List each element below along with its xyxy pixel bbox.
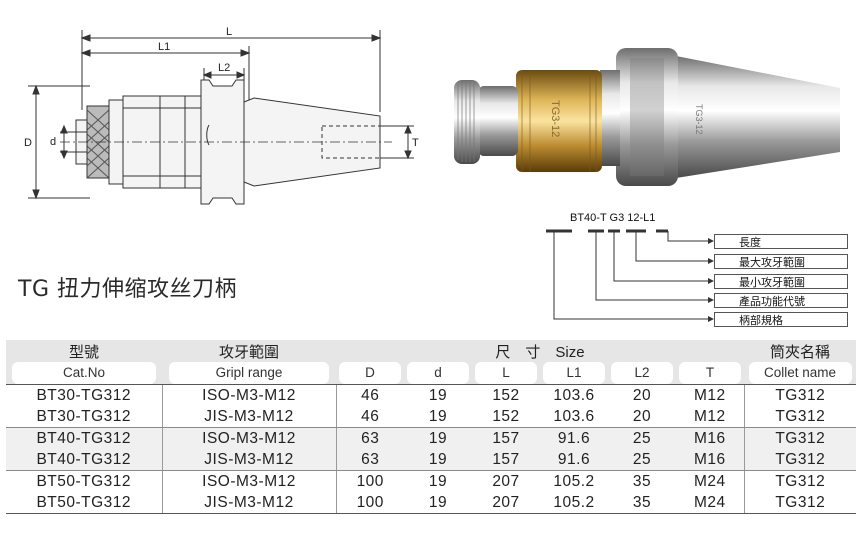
cell-L2: 25 [608,427,676,449]
header-en-L2: L2 [608,362,676,385]
cell-L1: 105.2 [540,470,608,492]
dim-label-L: L [226,26,232,38]
cell-D: 100 [336,470,404,492]
cell-L1: 103.6 [540,384,608,406]
legend-shank-spec: 柄部規格 [714,312,848,327]
cell-cat-no: BT30-TG312 [6,384,163,406]
cell-d: 19 [404,384,472,406]
cell-L: 152 [472,406,540,428]
table-header-en: Cat.No Gripl range D d L L1 L2 T Collet … [6,362,857,385]
cell-L2: 35 [608,470,676,492]
cell-L2: 20 [608,406,676,428]
cell-collet-name: TG312 [744,449,857,471]
cell-d: 19 [404,427,472,449]
cell-L: 157 [472,427,540,449]
dim-label-d: d [50,136,56,148]
cell-grip-range: ISO-M3-M12 [162,427,337,449]
cell-cat-no: BT50-TG312 [6,492,163,514]
cell-L1: 91.6 [540,449,608,471]
cell-T: M24 [676,470,745,492]
cell-d: 19 [404,492,472,514]
cell-T: M12 [676,384,745,406]
cell-L: 152 [472,384,540,406]
cell-grip-range: JIS-M3-M12 [162,492,337,514]
cell-cat-no: BT40-TG312 [6,449,163,471]
header-en-collet: Collet name [744,362,857,385]
table-header-cn: 型號 攻牙範圍 尺 寸 Size 筒夾名稱 [6,340,857,362]
header-en-cat: Cat.No [6,362,162,385]
cell-d: 19 [404,406,472,428]
legend-function-code: 產品功能代號 [714,293,848,308]
cell-d: 19 [404,470,472,492]
cell-cat-no: BT40-TG312 [6,427,163,449]
cell-cat-no: BT30-TG312 [6,406,163,428]
cell-T: M12 [676,406,745,428]
cell-collet-name: TG312 [744,470,857,492]
model-code-diagram: BT40-T G3 12-L1 長度 最大攻牙範圍 最小攻牙範圍 產品功能代號 … [540,208,860,333]
cell-L1: 103.6 [540,406,608,428]
header-collet: 筒夾名稱 [744,340,857,362]
legend-min-range: 最小攻牙範圍 [714,274,848,289]
cell-D: 63 [336,427,404,449]
legend-length: 長度 [714,234,848,249]
cell-T: M16 [676,449,745,471]
cell-T: M24 [676,492,745,514]
header-en-D: D [336,362,404,385]
cell-grip-range: ISO-M3-M12 [162,384,337,406]
cell-grip-range: JIS-M3-M12 [162,406,337,428]
technical-drawing: L L1 L2 D d T [24,26,419,205]
header-range: 攻牙範圍 [162,340,336,362]
cell-L2: 20 [608,384,676,406]
cell-L1: 105.2 [540,492,608,514]
dim-label-L2: L2 [218,62,230,74]
header-en-d: d [404,362,472,385]
product-photo: TG3-12 TG3-12 [454,48,840,186]
cell-grip-range: ISO-M3-M12 [162,470,337,492]
cell-L: 157 [472,449,540,471]
header-size: 尺 寸 Size [336,340,745,362]
cell-T: M16 [676,427,745,449]
cell-L2: 35 [608,492,676,514]
legend-max-range: 最大攻牙範圍 [714,254,848,269]
shank-engraving: TG3-12 [694,104,704,135]
header-model: 型號 [6,340,162,362]
cell-collet-name: TG312 [744,406,857,428]
cell-collet-name: TG312 [744,492,857,514]
dim-label-L1: L1 [158,41,170,53]
dim-label-T: T [412,137,419,149]
cell-collet-name: TG312 [744,384,857,406]
cell-D: 46 [336,406,404,428]
cell-D: 46 [336,384,404,406]
header-en-L: L [472,362,540,385]
cell-d: 19 [404,449,472,471]
cell-grip-range: JIS-M3-M12 [162,449,337,471]
model-code: BT40-T G3 12-L1 [570,212,656,224]
cell-D: 63 [336,449,404,471]
spec-table: 型號 攻牙範圍 尺 寸 Size 筒夾名稱 Cat.No Gripl range… [6,340,857,514]
code-leader-lines [546,229,714,322]
cell-L1: 91.6 [540,427,608,449]
cell-L2: 25 [608,449,676,471]
cell-cat-no: BT50-TG312 [6,470,163,492]
header-en-range: Gripl range [162,362,336,385]
page-title: TG 扭力伸缩攻丝刀柄 [18,277,237,302]
cell-L: 207 [472,470,540,492]
header-en-T: T [676,362,745,385]
cell-collet-name: TG312 [744,427,857,449]
cell-L: 207 [472,492,540,514]
sleeve-engraving: TG3-12 [549,100,561,137]
dim-label-D: D [24,137,32,149]
header-en-L1: L1 [540,362,608,385]
cell-D: 100 [336,492,404,514]
